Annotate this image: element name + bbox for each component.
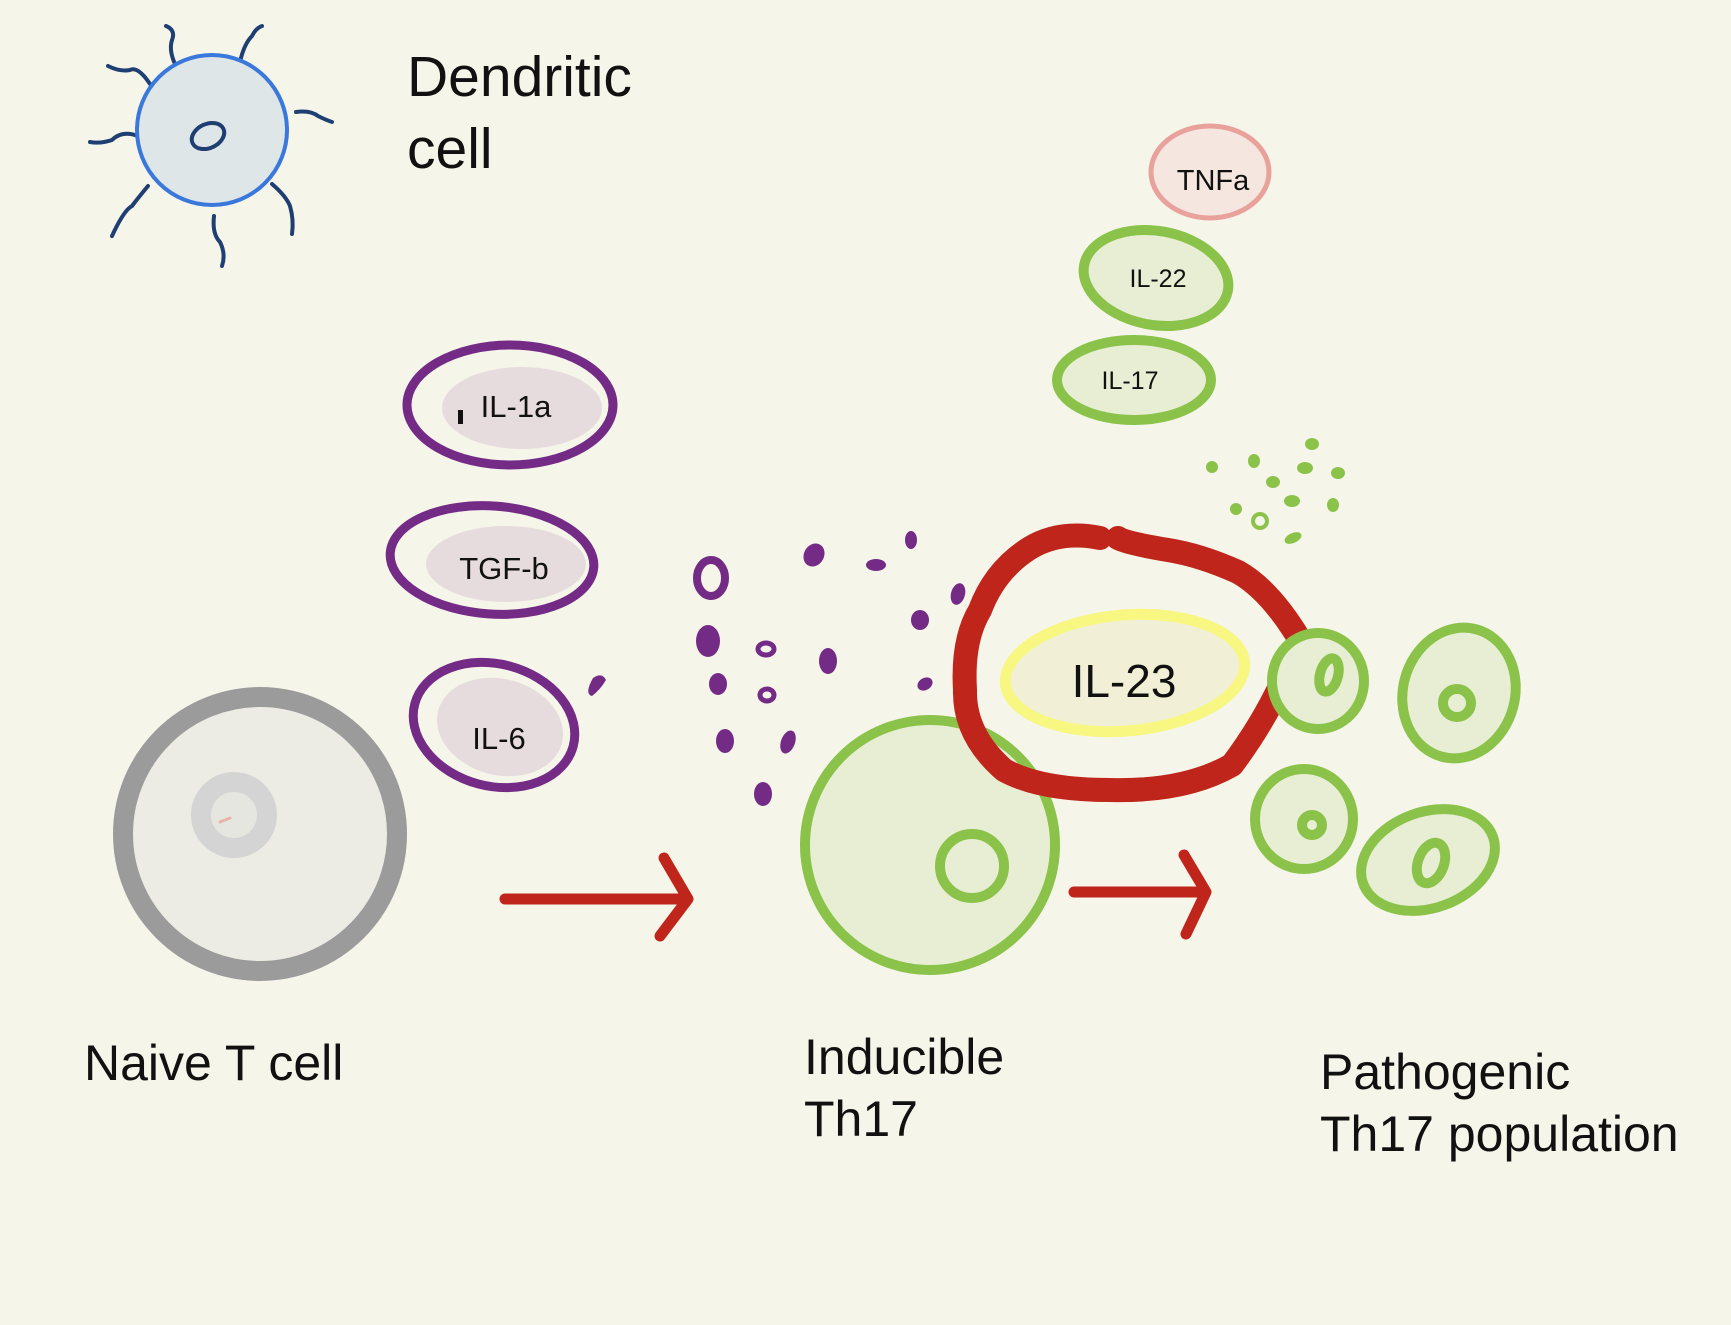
arrow-right-icon (1068, 849, 1212, 940)
dendritic-cell-nucleus (189, 120, 227, 152)
dendrites (88, 24, 334, 268)
il23-label: IL-23 (1072, 655, 1177, 707)
inducible-th17-nucleus (935, 829, 1009, 903)
dendritic-cell-icon (88, 24, 334, 268)
inducible-th17-body (800, 715, 1060, 975)
cytokine-tgfb: TGF-b (385, 501, 599, 619)
pathogenic-cell (1397, 622, 1521, 764)
dendritic-cell-body (135, 53, 289, 207)
purple-cytokine-particles (588, 531, 966, 806)
tnfa-label: TNFa (1177, 165, 1250, 197)
cytokine-tnfa: TNFa (1148, 123, 1272, 221)
il23-highlight-circle (952, 523, 1313, 803)
il6-label: IL-6 (472, 721, 525, 756)
il17-label: IL-17 (1102, 367, 1159, 395)
pathogenic-cell (1356, 804, 1500, 916)
arrow-right-icon (499, 852, 694, 942)
inducible-th17-label: Inducible Th17 (804, 1029, 1005, 1147)
il1a-label: IL-1a (481, 389, 552, 424)
pathogenic-th17-population (1250, 622, 1521, 916)
cytokine-il1a: IL-1a (402, 340, 618, 470)
dendritic-cell-label: Dendritic cell (407, 45, 632, 181)
naive-t-cell-label: Naive T cell (84, 1035, 344, 1091)
green-cytokine-particles (1206, 438, 1345, 544)
naive-t-cell-nucleus (191, 772, 277, 858)
cytokine-il6: IL-6 (408, 657, 580, 793)
cytokine-il22: IL-22 (1078, 225, 1234, 331)
pathogenic-cell (1250, 764, 1358, 874)
inducible-th17-cell (800, 715, 1060, 975)
pathogenic-cell (1267, 628, 1369, 734)
tgfb-label: TGF-b (459, 551, 549, 586)
il22-label: IL-22 (1130, 265, 1187, 293)
cytokine-il17: IL-17 (1052, 335, 1216, 425)
cytokine-il23: IL-23 (999, 608, 1251, 738)
naive-t-cell (113, 687, 407, 981)
pathogenic-th17-label: Pathogenic Th17 population (1320, 1044, 1679, 1162)
